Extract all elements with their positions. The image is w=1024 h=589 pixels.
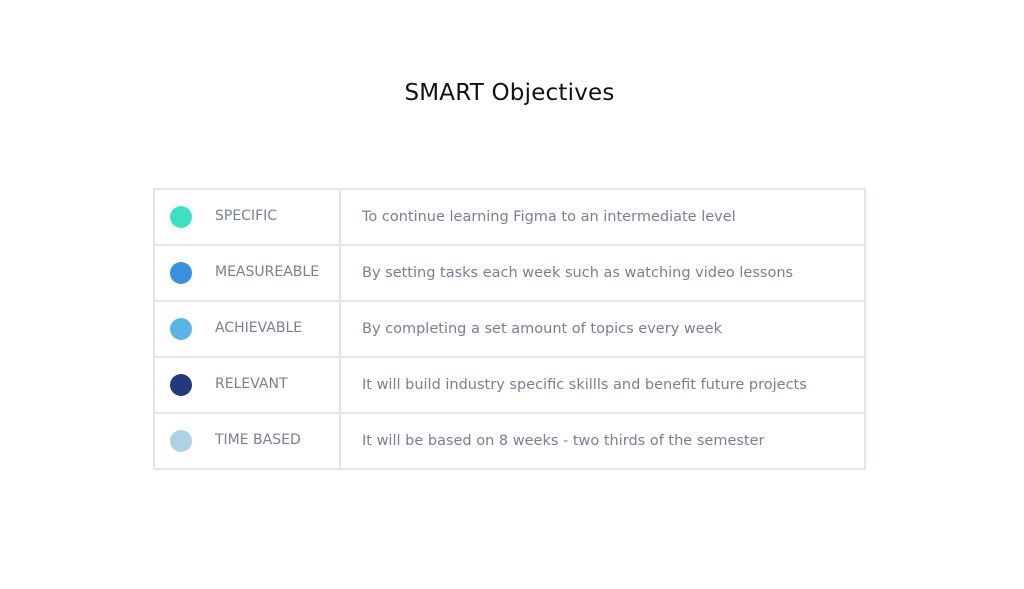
page-title: SMART Objectives	[404, 80, 615, 106]
objective-label: ACHIEVABLE	[215, 320, 303, 336]
table-row: MEASUREABLE By setting tasks each week s…	[155, 246, 864, 302]
table-row: TIME BASED It will be based on 8 weeks -…	[155, 414, 864, 470]
objective-description: To continue learning Figma to an interme…	[362, 209, 736, 225]
objective-label: SPECIFIC	[215, 208, 278, 224]
objective-label: MEASUREABLE	[215, 264, 320, 280]
color-dot-icon	[170, 262, 192, 284]
table-row: RELEVANT It will build industry specific…	[155, 358, 864, 414]
table-row: ACHIEVABLE By completing a set amount of…	[155, 302, 864, 358]
objective-description: By setting tasks each week such as watch…	[362, 265, 794, 281]
objective-description: It will build industry specific skillls …	[362, 377, 807, 393]
objective-description: It will be based on 8 weeks - two thirds…	[362, 433, 765, 449]
table-row: SPECIFIC To continue learning Figma to a…	[155, 190, 864, 246]
smart-objectives-table: SPECIFIC To continue learning Figma to a…	[153, 188, 866, 470]
color-dot-icon	[170, 206, 192, 228]
color-dot-icon	[170, 374, 192, 396]
color-dot-icon	[170, 430, 192, 452]
color-dot-icon	[170, 318, 192, 340]
objective-label: RELEVANT	[215, 376, 288, 392]
objective-description: By completing a set amount of topics eve…	[362, 321, 722, 337]
objective-label: TIME BASED	[215, 432, 301, 448]
